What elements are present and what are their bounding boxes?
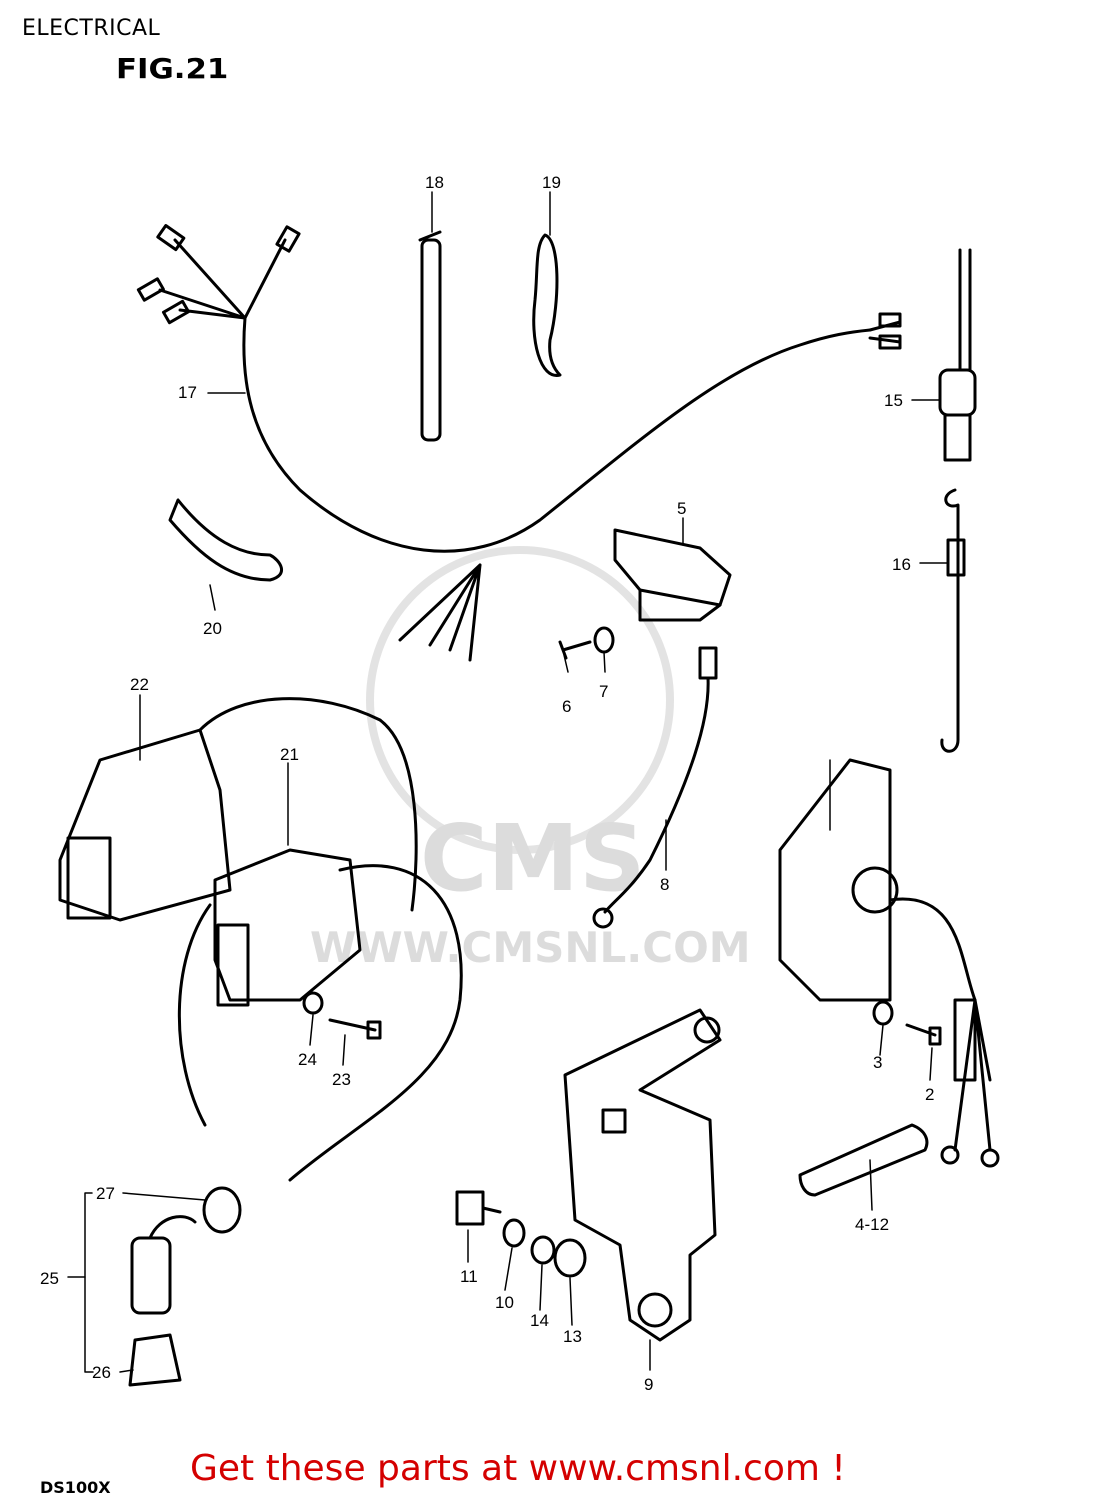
grommet-13 xyxy=(553,1238,587,1278)
callout-9: 9 xyxy=(644,1375,653,1394)
screw-2 xyxy=(905,1023,942,1046)
callout-13: 13 xyxy=(563,1327,582,1346)
strap-4-12 xyxy=(798,1123,929,1197)
plug-cap-cover-26 xyxy=(128,1333,182,1387)
bolt-23 xyxy=(328,1018,382,1040)
ignition-coil-21 xyxy=(177,848,463,1182)
callouts: 18 19 17 15 16 5 20 22 6 7 21 8 24 23 3 … xyxy=(40,173,934,1394)
leader-lines xyxy=(67,191,949,1373)
callout-19: 19 xyxy=(542,173,561,192)
callout-20: 20 xyxy=(203,619,222,638)
callout-10: 10 xyxy=(495,1293,514,1312)
callout-18: 18 xyxy=(425,173,444,192)
collar-14 xyxy=(530,1235,556,1265)
band-19 xyxy=(532,233,562,377)
washer-24 xyxy=(302,991,324,1015)
bolt-11 xyxy=(455,1190,502,1226)
switch-15 xyxy=(938,248,977,462)
ground-wire-8 xyxy=(592,646,718,929)
callout-16: 16 xyxy=(892,555,911,574)
model-code: DS100X xyxy=(40,1478,111,1497)
tube-18 xyxy=(418,230,442,442)
callout-6: 6 xyxy=(562,697,571,716)
footer-ad-link[interactable]: Get these parts at www.cmsnl.com ! xyxy=(190,1448,846,1489)
bracket-9 xyxy=(563,1008,722,1342)
spring-16 xyxy=(940,488,966,753)
figure-label: FIG.21 xyxy=(116,52,229,85)
plug-cap-25 xyxy=(130,1215,197,1315)
callout-25: 25 xyxy=(40,1269,59,1288)
callout-22: 22 xyxy=(130,675,149,694)
callout-7: 7 xyxy=(599,682,608,701)
callout-24: 24 xyxy=(298,1050,317,1069)
washer-7 xyxy=(593,626,615,654)
callout-21: 21 xyxy=(280,745,299,764)
callout-5: 5 xyxy=(677,499,686,518)
electrical-unit-1 xyxy=(778,758,1000,1168)
watermark: CMS WWW.CMSNL.COM xyxy=(310,546,751,972)
callout-8: 8 xyxy=(660,875,669,894)
clamp-20 xyxy=(168,498,283,582)
washer-3 xyxy=(872,1000,894,1026)
section-title: ELECTRICAL xyxy=(22,16,161,41)
callout-23: 23 xyxy=(332,1070,351,1089)
callout-2: 2 xyxy=(925,1085,934,1104)
watermark-site: WWW.CMSNL.COM xyxy=(310,923,751,972)
callout-17: 17 xyxy=(178,383,197,402)
washer-10 xyxy=(502,1218,526,1248)
plug-cap-seal-27 xyxy=(202,1186,242,1234)
callout-3: 3 xyxy=(873,1053,882,1072)
watermark-brand: CMS xyxy=(420,805,645,912)
regulator-5 xyxy=(613,528,732,622)
callout-14: 14 xyxy=(530,1311,549,1330)
callout-15: 15 xyxy=(884,391,903,410)
callout-4-12: 4-12 xyxy=(855,1215,889,1234)
callout-11: 11 xyxy=(460,1267,478,1286)
cdi-unit-22 xyxy=(58,697,418,922)
callout-27: 27 xyxy=(96,1184,115,1203)
callout-26: 26 xyxy=(92,1363,111,1382)
wiring-harness-17 xyxy=(136,224,902,662)
screw-6 xyxy=(558,640,592,660)
